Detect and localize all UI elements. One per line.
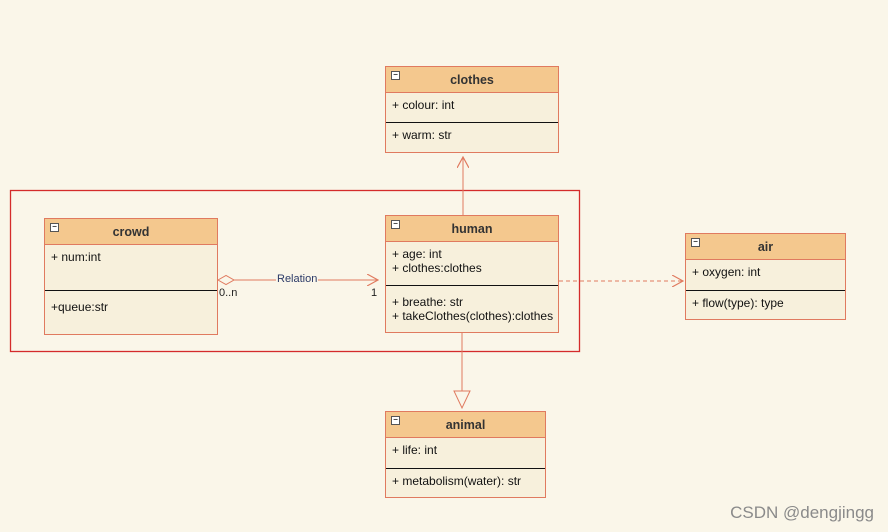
class-crowd-attributes: + num:int [45, 245, 217, 290]
method: + warm: str [392, 128, 452, 142]
attribute: + age: int [392, 247, 442, 261]
selection-rectangle [9, 189, 581, 353]
attribute: + oxygen: int [692, 265, 761, 279]
method: + metabolism(water): str [392, 474, 522, 488]
class-air-name: air [757, 239, 774, 254]
class-human-attributes: + age: int + clothes:clothes [386, 242, 558, 285]
class-air-methods: + flow(type): type [686, 290, 845, 315]
aggregation-diamond [216, 274, 236, 286]
method: + takeClothes(clothes):clothes [392, 309, 554, 323]
class-clothes-header[interactable]: − clothes [386, 67, 558, 93]
class-air[interactable]: − air + oxygen: int + flow(type): type [685, 233, 846, 320]
class-air-attributes: + oxygen: int [686, 260, 845, 290]
source-multiplicity: 0..n [219, 287, 238, 299]
crowd-human-aggregation[interactable] [216, 274, 378, 286]
collapse-icon[interactable]: − [50, 223, 59, 232]
class-animal-name: animal [445, 417, 486, 432]
class-animal-methods: + metabolism(water): str [386, 468, 545, 493]
collapse-icon[interactable]: − [691, 238, 700, 247]
class-clothes-name: clothes [450, 72, 494, 87]
collapse-icon[interactable]: − [391, 416, 400, 425]
class-animal[interactable]: − animal + life: int + metabolism(water)… [385, 411, 546, 498]
collapse-icon[interactable]: − [391, 71, 400, 80]
class-clothes-methods: + warm: str [386, 122, 558, 147]
method: + flow(type): type [692, 296, 784, 310]
watermark: CSDN @dengjingg [730, 503, 874, 522]
class-crowd-methods: +queue:str [45, 290, 217, 319]
class-crowd-header[interactable]: − crowd [45, 219, 217, 245]
class-animal-attributes: + life: int [386, 438, 545, 468]
class-human-name: human [451, 221, 493, 236]
class-animal-header[interactable]: − animal [386, 412, 545, 438]
target-multiplicity: 1 [371, 287, 378, 299]
method: + breathe: str [392, 295, 464, 309]
class-human-header[interactable]: − human [386, 216, 558, 242]
class-air-header[interactable]: − air [686, 234, 845, 260]
attribute: + life: int [392, 443, 438, 457]
class-human-methods: + breathe: str + takeClothes(clothes):cl… [386, 285, 558, 328]
method: +queue:str [51, 300, 109, 314]
attribute: + colour: int [392, 98, 455, 112]
generalization-triangle [453, 390, 471, 410]
collapse-icon[interactable]: − [391, 220, 400, 229]
class-crowd[interactable]: − crowd + num:int +queue:str [44, 218, 218, 335]
class-crowd-name: crowd [112, 224, 150, 239]
class-clothes[interactable]: − clothes + colour: int + warm: str [385, 66, 559, 153]
relation-label: Relation [276, 273, 319, 285]
attribute: + clothes:clothes [392, 261, 482, 275]
human-animal-generalization[interactable] [453, 333, 471, 410]
class-clothes-attributes: + colour: int [386, 93, 558, 122]
attribute: + num:int [51, 250, 101, 264]
class-human[interactable]: − human + age: int + clothes:clothes + b… [385, 215, 559, 333]
